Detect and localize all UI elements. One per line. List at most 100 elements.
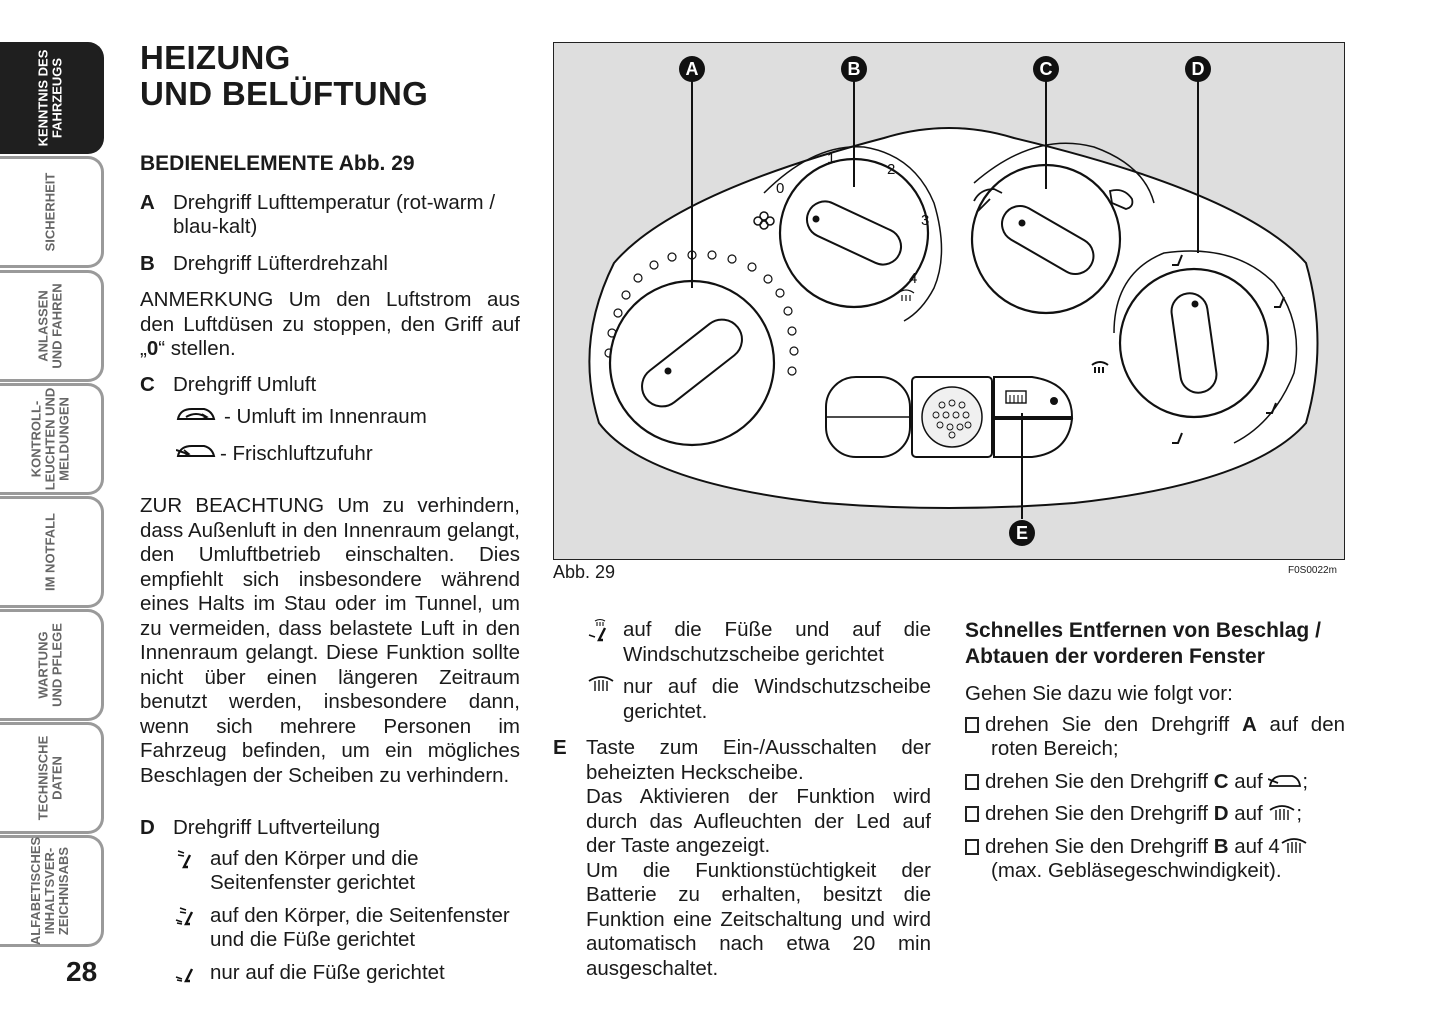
tab-kenntnis[interactable]: KENNTNIS DES FAHRZEUGS [0,42,104,154]
middle-column: auf die Füße und auf die Windschutzschei… [553,618,931,981]
sub-text: auf den Körper, die Seitenfenster und di… [210,903,510,952]
windshield-defrost-icon [587,675,623,702]
item-e: E Taste zum Ein-/Ausschalten der beheizt… [553,736,931,981]
tab-index[interactable]: ALFABETISCHES INHALTSVER- ZEICHNISABS [0,835,104,947]
tab-label: TECHNISCHE DATEN [35,735,65,821]
left-column: HEIZUNG UND BELÜFTUNG BEDIENELEMENTE Abb… [140,40,520,1002]
title-line-1: HEIZUNG [140,39,291,76]
vent-body-icon [174,847,210,878]
tab-sicherheit[interactable]: SICHERHEIT [0,156,104,268]
tab-label: IM NOTFALL [42,513,58,591]
item-e-body: Taste zum Ein-/Ausschalten der beheizten… [586,736,931,981]
item-b: B Drehgriff Lüfterdrehzahl [140,252,520,277]
tab-wartung[interactable]: WARTUNG UND PFLEGE [0,609,104,721]
windshield-defrost-icon-small [897,289,915,301]
item-text-2: Das Aktivieren der Funktion wird durch d… [586,785,931,857]
item-label: B [140,251,155,275]
item-d: D Drehgriff Luftverteilung [140,816,520,841]
mid-sub-feet-windshield: auf die Füße und auf die Windschutzschei… [587,618,931,667]
tab-label: KONTROLL- LEUCHTEN UND MELDUNGEN [28,387,72,491]
figure-caption: Abb. 29 [553,562,616,582]
defrost-led [1050,397,1058,405]
step-text-end: auf 4 [1228,834,1280,858]
step-1: drehen Sie den Drehgriff A auf den roten… [965,713,1345,762]
step-bold: B [1213,834,1229,858]
item-text: Drehgriff Luftverteilung [173,816,381,839]
callout-a: A [686,59,699,79]
c-sub-recirculation: - Umluft im Innenraum [176,405,520,432]
section-heading: BEDIENELEMENTE Abb. 29 [140,152,415,175]
step-4-tail: (max. Gebläsegeschwindigkeit). [991,859,1282,882]
step-bold: D [1213,802,1229,825]
defrost-heading: Schnelles Entfernen von Beschlag / Abtau… [965,619,1321,668]
tab-anlassen[interactable]: ANLASSEN UND FAHREN [0,270,104,382]
checkbox-bullet [965,773,979,790]
d-sub-feet: nur auf die Füße gerichtet [174,961,520,992]
step-text-end: auf [1228,769,1269,793]
fan-scale: 0 1 2 3 4 [776,150,929,287]
item-label: E [553,736,567,759]
checkbox-bullet [965,716,979,733]
item-c: C Drehgriff Umluft [140,373,520,398]
step-text: drehen Sie den Drehgriff [985,802,1214,825]
fan-scale-1: 1 [827,150,835,167]
step-bold: A [1241,712,1257,736]
fresh-air-icon [1268,770,1302,793]
item-a: A Drehgriff Lufttemperatur (rot-warm / b… [140,191,520,240]
windshield-defrost-icon [1268,802,1296,825]
sub-text: auf den Körper und die Seitenfenster ger… [210,846,419,895]
rear-defrost-icon [1005,390,1027,404]
item-text: Drehgriff Umluft [173,372,317,396]
sub-text: auf die Füße und auf die Windschutzschei… [623,618,931,666]
callout-c: C [1040,59,1053,79]
figure-heater-controls: 0 1 2 3 4 [553,42,1345,560]
tab-label: SICHERHEIT [42,172,58,252]
step-2: drehen Sie den Drehgriff C auf ; [965,770,1345,795]
feet-windshield-icon [587,618,623,649]
item-label: C [140,372,155,396]
note-text: ANMERKUNG Um den Luftstrom aus den Luftd… [140,288,520,360]
checkbox-bullet [965,838,979,855]
item-text: Drehgriff Lüfterdrehzahl [173,251,388,275]
step-text: drehen Sie den Drehgriff [985,834,1214,858]
callout-e: E [1016,523,1028,543]
checkbox-bullet [965,806,979,822]
c-sub-fresh-air: - Frischluftzufuhr [175,441,520,469]
tab-label: KENNTNIS DES FAHRZEUGS [35,49,65,147]
fan-icon [753,211,775,230]
d-sub-body-feet: auf den Körper, die Seitenfenster und di… [174,904,520,953]
fan-scale-2: 2 [887,161,895,178]
fresh-air-icon [175,442,220,469]
distribution-icons [1091,254,1285,444]
recirculation-icon [176,405,224,432]
intro-text: Gehen Sie dazu wie folgt vor: [965,682,1233,705]
fan-scale-3: 3 [921,212,929,229]
tab-kontrollleuchten[interactable]: KONTROLL- LEUCHTEN UND MELDUNGEN [0,383,104,495]
fan-scale-0: 0 [776,180,784,197]
vent-body-feet-icon [174,904,210,935]
mid-sub-windshield: nur auf die Windschutzscheibe gerichtet. [587,675,931,724]
sub-text: - Umluft im Innenraum [224,405,427,428]
item-label: D [140,816,155,839]
sub-text: - Frischluftzufuhr [220,441,373,465]
d-sub-body: auf den Körper und die Seitenfenster ger… [174,847,520,896]
note-text-end: “ stellen. [158,337,236,360]
recirculation-icon-fig [1108,189,1134,210]
fan-scale-4: 4 [909,270,917,287]
page-title: HEIZUNG UND BELÜFTUNG [140,40,520,112]
tab-notfall[interactable]: IM NOTFALL [0,496,104,608]
sub-text: nur auf die Füße gerichtet [210,960,445,984]
vent-feet-icon [174,961,210,992]
note-bold: 0 [146,337,159,360]
item-text-3: Um die Funktionstüchtigkeit der Batterie… [586,858,931,980]
item-text: Drehgriff Lufttemperatur (rot-warm / bla… [173,190,496,239]
tab-label: ALFABETISCHES INHALTSVER- ZEICHNISABS [28,836,72,946]
rear-defrost-button[interactable] [993,376,1074,418]
tab-label: WARTUNG UND PFLEGE [35,623,65,707]
step-bold: C [1213,769,1229,793]
step-text: drehen Sie den Drehgriff [985,769,1214,793]
callout-b: B [848,59,861,79]
fresh-air-icon-fig [973,188,1003,212]
page-number: 28 [66,956,98,987]
tab-technische-daten[interactable]: TECHNISCHE DATEN [0,722,104,834]
